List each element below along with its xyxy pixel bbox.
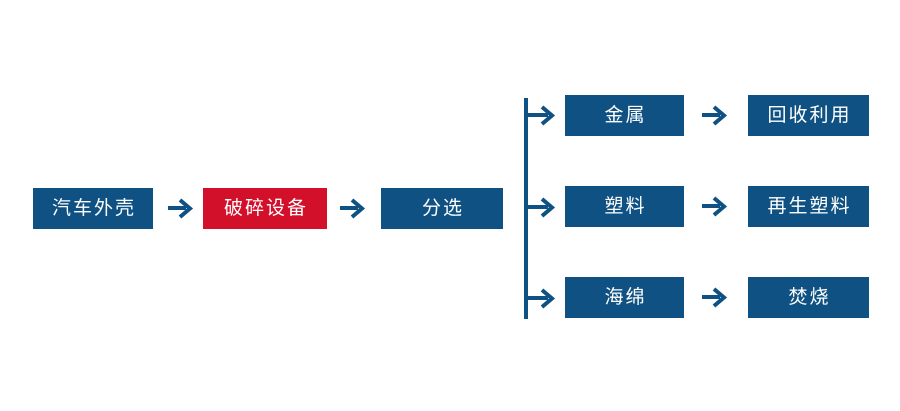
- arrow-branch-plastic-icon: [526, 194, 558, 220]
- node-sponge[interactable]: 海绵: [565, 277, 684, 318]
- arrow-branch-metal-icon: [526, 102, 558, 128]
- node-metal[interactable]: 金属: [565, 95, 684, 136]
- arrow-sponge-to-output-icon: [700, 285, 730, 311]
- arrow-plastic-to-output-icon: [700, 194, 730, 220]
- arrow-input-to-shredder-icon: [166, 196, 196, 222]
- node-recycled-plastic[interactable]: 再生塑料: [748, 186, 869, 227]
- arrow-shredder-to-sorting-icon: [338, 196, 368, 222]
- node-plastic[interactable]: 塑料: [565, 186, 684, 227]
- node-car-shell[interactable]: 汽车外壳: [33, 188, 153, 229]
- node-sorting[interactable]: 分选: [381, 188, 503, 229]
- node-shredder-equipment[interactable]: 破碎设备: [203, 188, 327, 229]
- node-metal-recycling[interactable]: 回收利用: [748, 95, 869, 136]
- arrow-branch-sponge-icon: [526, 285, 558, 311]
- node-incineration[interactable]: 焚烧: [748, 277, 869, 318]
- arrow-metal-to-output-icon: [700, 103, 730, 129]
